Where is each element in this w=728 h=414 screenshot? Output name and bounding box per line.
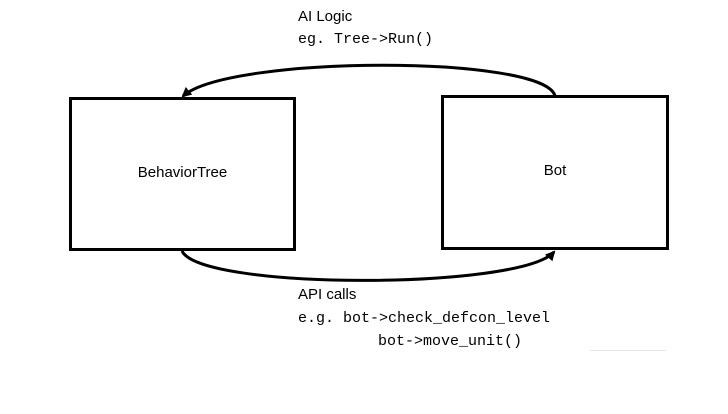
divider	[590, 350, 666, 351]
api-calls-example-line-1: e.g. bot->check_defcon_level	[298, 310, 551, 327]
arrow-ai-logic	[181, 63, 557, 98]
bot-node: Bot	[441, 95, 669, 250]
behavior-tree-label: BehaviorTree	[137, 163, 228, 181]
behavior-tree-node: BehaviorTree	[69, 97, 296, 251]
api-calls-example-line-2: bot->move_unit()	[378, 333, 523, 350]
api-calls-title: API calls	[298, 286, 357, 303]
arrow-api-calls	[180, 250, 556, 282]
ai-logic-title: AI Logic	[298, 8, 353, 25]
ai-logic-example: eg. Tree->Run()	[298, 31, 434, 48]
bot-label: Bot	[543, 162, 567, 179]
